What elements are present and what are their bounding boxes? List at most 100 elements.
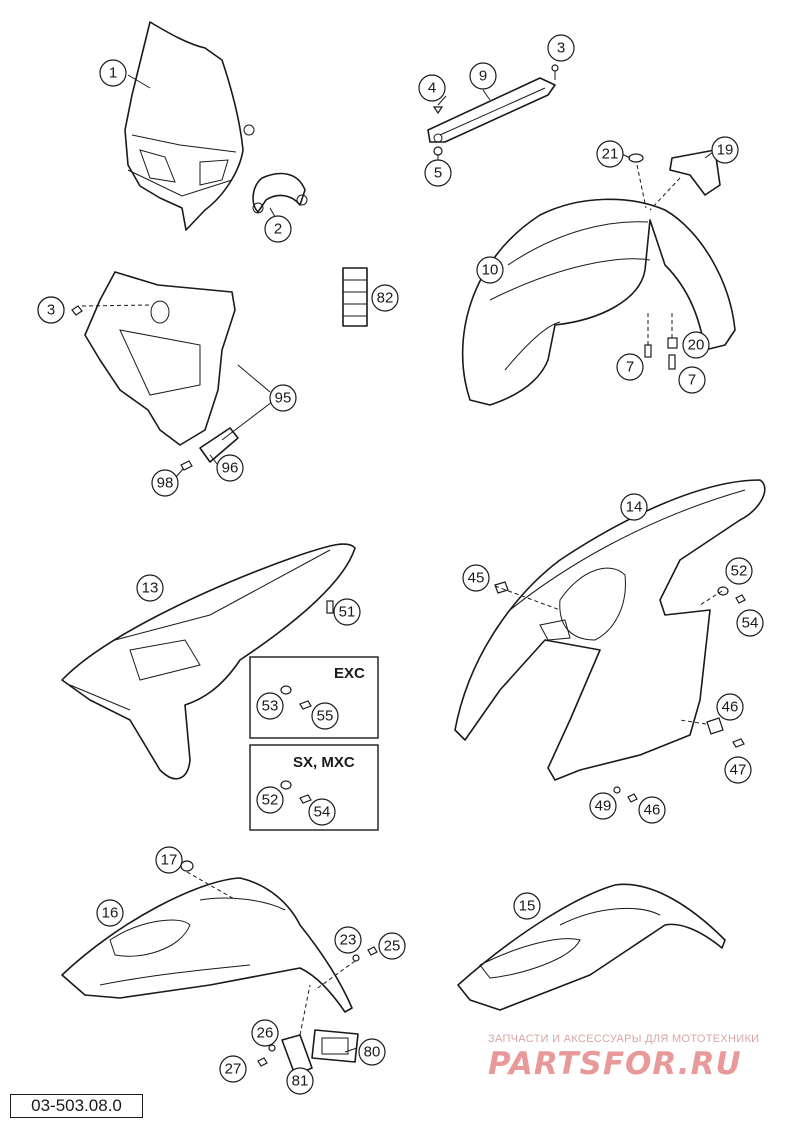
svg-text:52: 52 bbox=[731, 563, 748, 580]
svg-text:46: 46 bbox=[644, 802, 661, 819]
callout: 17 bbox=[155, 846, 183, 874]
callout: 96 bbox=[216, 454, 244, 482]
svg-text:1: 1 bbox=[109, 65, 117, 82]
document-id: 03-503.08.0 bbox=[10, 1094, 143, 1118]
mask-bracket bbox=[252, 172, 308, 214]
svg-text:52: 52 bbox=[262, 792, 279, 809]
svg-text:17: 17 bbox=[161, 852, 178, 869]
svg-text:20: 20 bbox=[688, 337, 705, 354]
callout: 52 bbox=[256, 786, 284, 814]
svg-text:2: 2 bbox=[274, 221, 282, 238]
callout: 45 bbox=[462, 564, 490, 592]
svg-text:55: 55 bbox=[317, 708, 334, 725]
callout: 1 bbox=[99, 59, 127, 87]
svg-text:7: 7 bbox=[626, 359, 634, 376]
svg-text:3: 3 bbox=[47, 302, 55, 319]
watermark-logo: PARTSFOR.RU bbox=[488, 1046, 742, 1082]
callout: 54 bbox=[308, 798, 336, 826]
watermark-tagline: ЗАПЧАСТИ И АКСЕССУАРЫ ДЛЯ МОТОТЕХНИКИ bbox=[488, 1033, 760, 1045]
callout: 54 bbox=[736, 609, 764, 637]
front-fender bbox=[461, 149, 736, 406]
svg-text:53: 53 bbox=[262, 698, 279, 715]
callout: 7 bbox=[616, 353, 644, 381]
svg-text:47: 47 bbox=[730, 762, 747, 779]
svg-text:45: 45 bbox=[468, 570, 485, 587]
callout: 81 bbox=[286, 1067, 314, 1095]
callout: 15 bbox=[513, 892, 541, 920]
callout: 20 bbox=[682, 331, 710, 359]
svg-text:5: 5 bbox=[434, 165, 442, 182]
reflector bbox=[342, 267, 368, 327]
svg-text:54: 54 bbox=[314, 804, 331, 821]
headlight-mask bbox=[124, 21, 255, 231]
svg-text:7: 7 bbox=[688, 372, 696, 389]
callout: 80 bbox=[358, 1038, 386, 1066]
license-light bbox=[311, 1029, 359, 1063]
svg-text:98: 98 bbox=[157, 475, 174, 492]
front-fender-variant-15 bbox=[457, 883, 726, 1011]
svg-text:10: 10 bbox=[482, 262, 499, 279]
callout: 13 bbox=[136, 574, 164, 602]
callout: 46 bbox=[638, 796, 666, 824]
plate-holder bbox=[281, 1034, 313, 1076]
callout: 25 bbox=[378, 932, 406, 960]
callout: 23 bbox=[334, 926, 362, 954]
svg-text:13: 13 bbox=[142, 580, 159, 597]
svg-text:51: 51 bbox=[339, 604, 356, 621]
rear-fender bbox=[61, 543, 356, 780]
svg-text:49: 49 bbox=[595, 798, 612, 815]
hardware bbox=[71, 64, 746, 1067]
variant-box-sx-mxc: SX, MXC bbox=[249, 744, 379, 831]
svg-text:54: 54 bbox=[742, 615, 759, 632]
callout: 82 bbox=[371, 284, 399, 312]
callout: 19 bbox=[711, 136, 739, 164]
callout: 55 bbox=[311, 702, 339, 730]
callout: 16 bbox=[96, 899, 124, 927]
callout: 10 bbox=[476, 256, 504, 284]
svg-text:27: 27 bbox=[225, 1061, 242, 1078]
callout: 46 bbox=[716, 693, 744, 721]
callouts: 1 2 3 4 9 3 5 21 19 10 7 20 7 82 95 98 9… bbox=[37, 34, 764, 1095]
svg-text:95: 95 bbox=[275, 390, 292, 407]
callout: 27 bbox=[219, 1055, 247, 1083]
callout: 3 bbox=[547, 34, 575, 62]
callout: 21 bbox=[596, 140, 624, 168]
svg-text:96: 96 bbox=[222, 460, 239, 477]
svg-text:23: 23 bbox=[340, 932, 357, 949]
svg-text:9: 9 bbox=[479, 68, 487, 85]
callout: 47 bbox=[724, 756, 752, 784]
svg-text:46: 46 bbox=[722, 699, 739, 716]
svg-text:80: 80 bbox=[364, 1044, 381, 1061]
callout: 51 bbox=[333, 598, 361, 626]
number-plate bbox=[84, 271, 239, 463]
callout: 95 bbox=[269, 384, 297, 412]
callout: 9 bbox=[469, 62, 497, 90]
callout: 53 bbox=[256, 692, 284, 720]
variant-box-title: EXC bbox=[334, 665, 365, 682]
svg-text:4: 4 bbox=[428, 80, 436, 97]
callout: 2 bbox=[264, 215, 292, 243]
svg-text:19: 19 bbox=[717, 142, 734, 159]
leader-lines bbox=[81, 74, 723, 1076]
callout: 3 bbox=[37, 296, 65, 324]
callout: 14 bbox=[620, 493, 648, 521]
callout: 7 bbox=[678, 366, 706, 394]
svg-text:82: 82 bbox=[377, 290, 394, 307]
svg-text:81: 81 bbox=[292, 1073, 309, 1090]
svg-text:3: 3 bbox=[557, 40, 565, 57]
callout: 98 bbox=[151, 469, 179, 497]
callout: 52 bbox=[725, 557, 753, 585]
rear-fender-variant-16 bbox=[61, 877, 353, 1013]
callout: 4 bbox=[418, 74, 446, 102]
side-panel bbox=[454, 479, 766, 781]
svg-text:25: 25 bbox=[384, 938, 401, 955]
svg-text:26: 26 bbox=[257, 1025, 274, 1042]
svg-text:14: 14 bbox=[626, 499, 643, 516]
fender-brace bbox=[427, 77, 556, 143]
svg-text:21: 21 bbox=[602, 146, 619, 163]
svg-text:16: 16 bbox=[102, 905, 119, 922]
svg-text:15: 15 bbox=[519, 898, 536, 915]
callout: 49 bbox=[589, 792, 617, 820]
variant-box-exc: EXC bbox=[249, 656, 379, 739]
variant-box-title: SX, MXC bbox=[293, 754, 355, 771]
